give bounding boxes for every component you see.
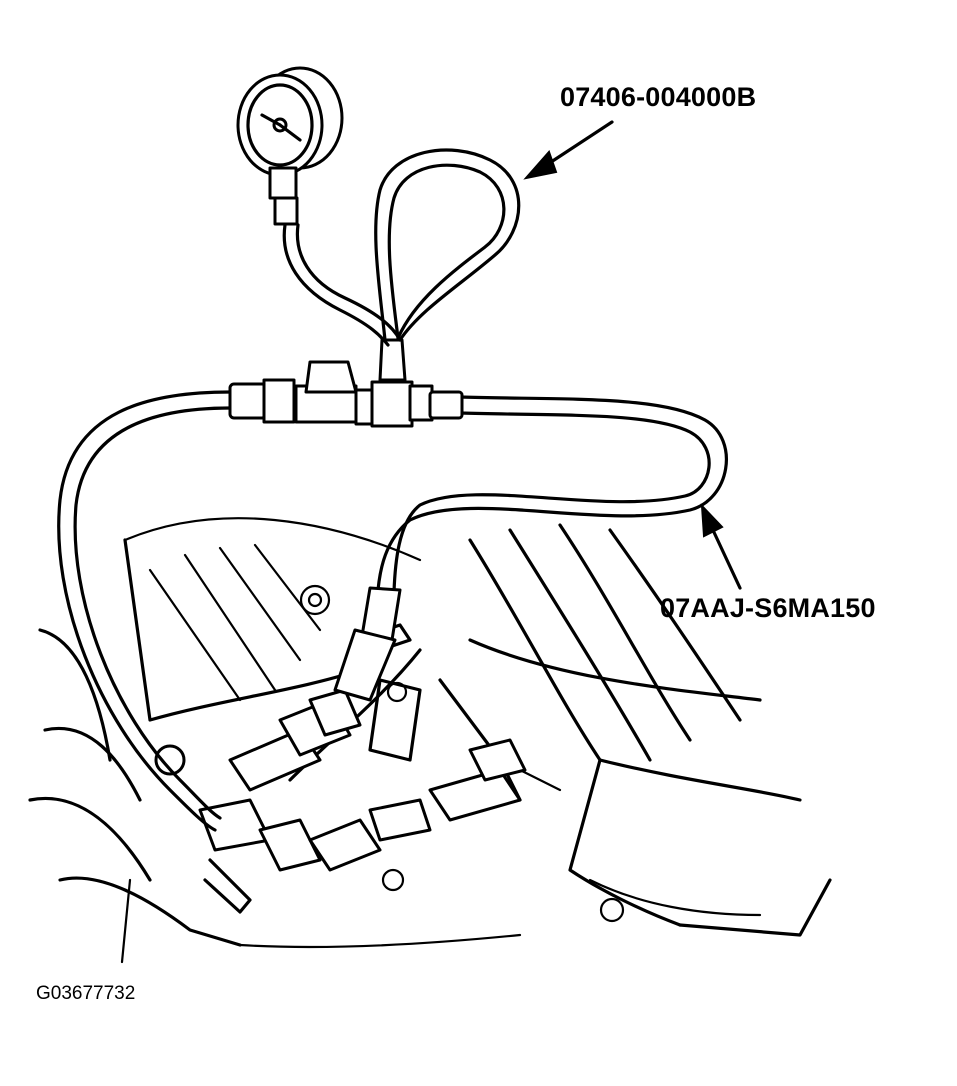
hose-07aaj xyxy=(57,390,728,832)
engine-outline xyxy=(28,517,832,949)
hose-part-number-label: 07AAJ-S6MA150 xyxy=(660,593,876,623)
figure-id-label: G03677732 xyxy=(36,983,136,1004)
pressure-gauge xyxy=(236,66,344,226)
gauge-hose xyxy=(282,148,521,347)
tee-valve-assembly xyxy=(228,338,464,428)
gauge-part-number-label: 07406-004000B xyxy=(560,82,757,112)
leader-arrows xyxy=(120,120,742,964)
fuel-fittings xyxy=(154,623,527,914)
